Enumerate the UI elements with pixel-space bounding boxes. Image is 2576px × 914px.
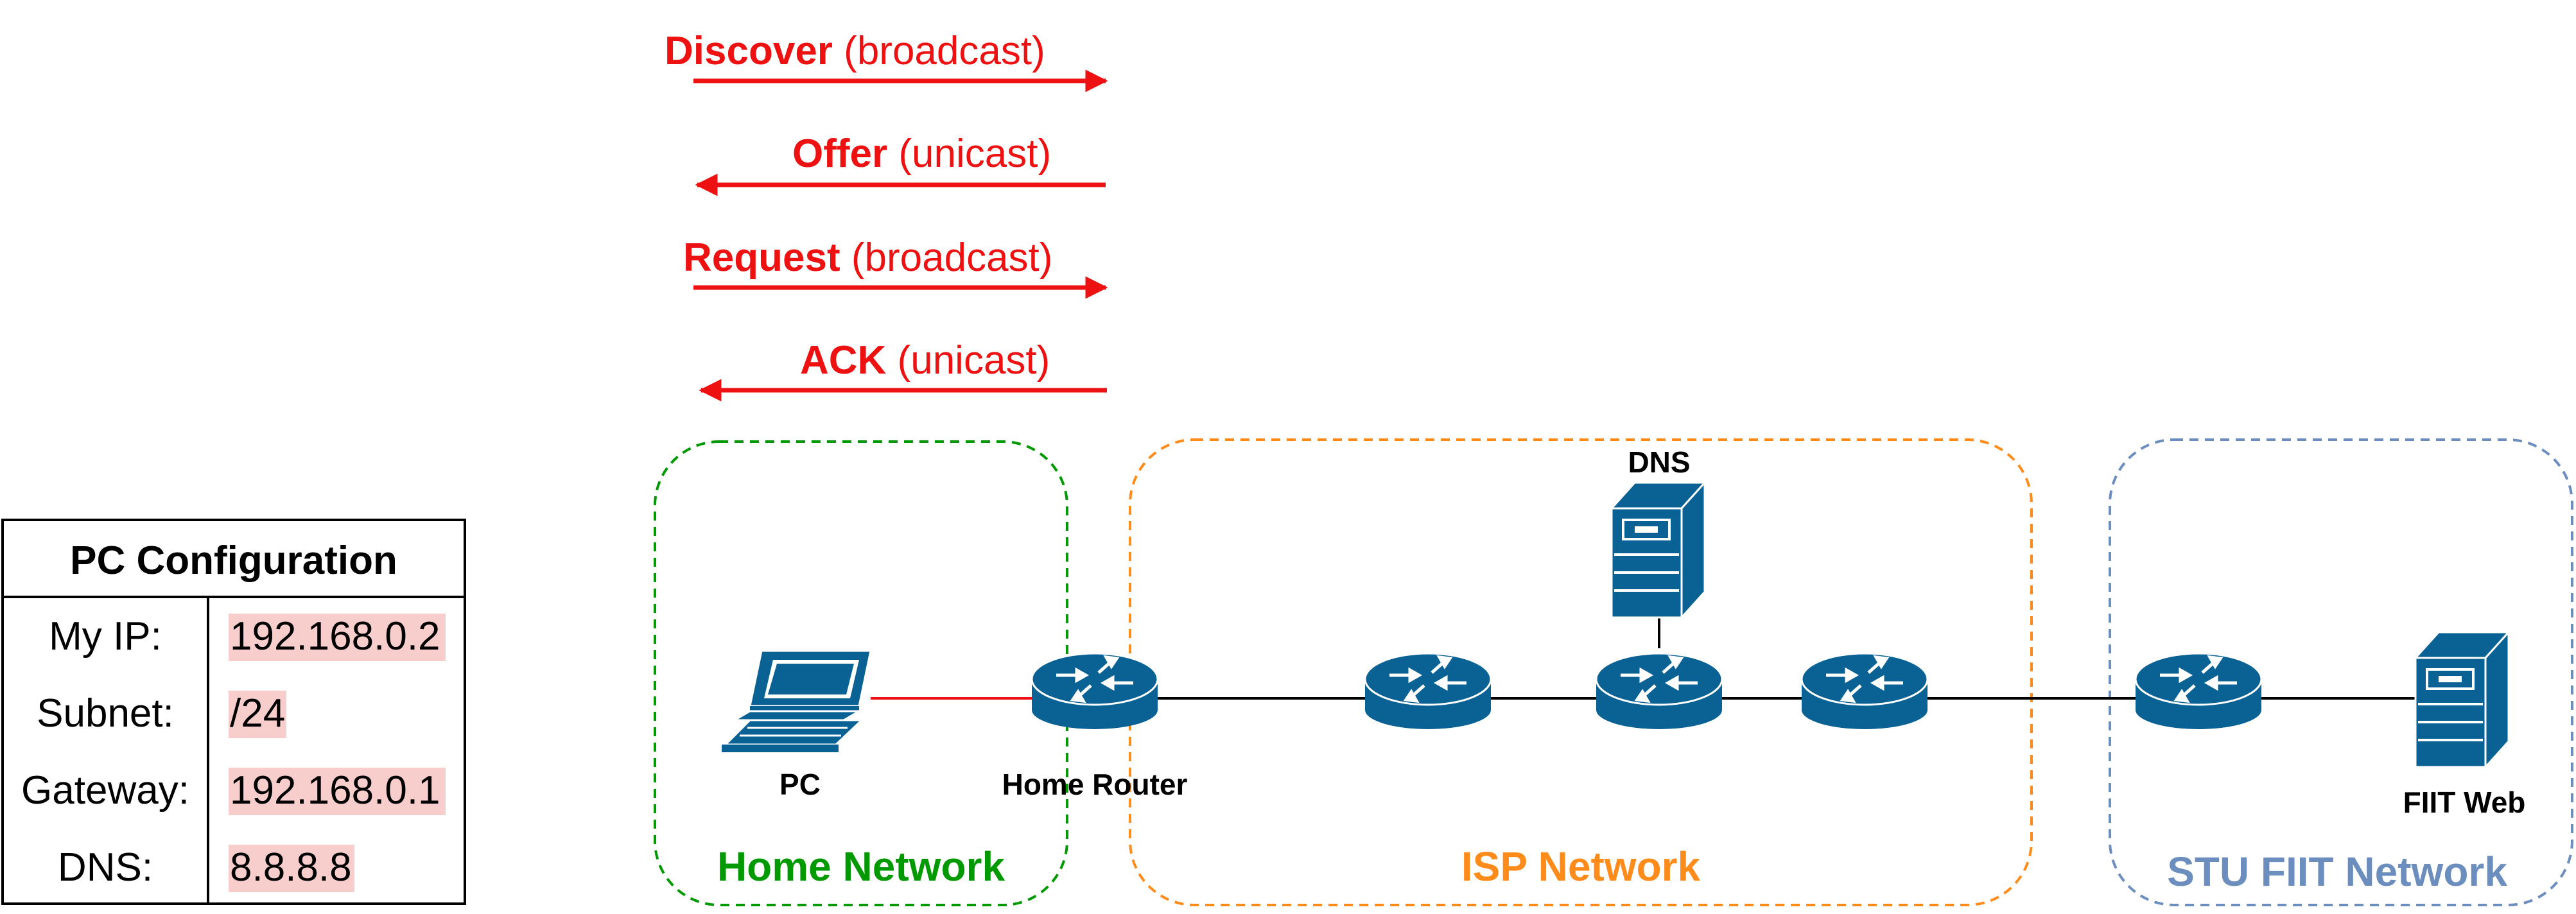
home-network-label: Home Network xyxy=(717,843,1005,890)
config-table-title: PC Configuration xyxy=(70,539,397,583)
config-key-dns: DNS: xyxy=(58,845,153,890)
dhcp-name-ack: ACK xyxy=(800,338,887,383)
fiit-web-label: FIIT Web xyxy=(2403,786,2526,819)
dhcp-label-ack: ACK (unicast) xyxy=(800,338,1050,383)
dhcp-name-discover: Discover xyxy=(665,29,833,73)
dhcp-mode-ack: (unicast) xyxy=(898,338,1050,383)
stu-router-icon xyxy=(2136,653,2261,729)
dhcp-mode-discover: (broadcast) xyxy=(844,29,1045,73)
config-value-dns: 8.8.8.8 xyxy=(230,845,352,890)
dhcp-label-offer: Offer (unicast) xyxy=(792,132,1051,176)
dns-label: DNS xyxy=(1628,445,1690,479)
dns-server-icon xyxy=(1610,481,1706,619)
dhcp-mode-request: (broadcast) xyxy=(851,236,1053,280)
stu-network-label: STU FIIT Network xyxy=(2167,849,2507,895)
config-value-gateway: 192.168.0.1 xyxy=(230,768,440,813)
config-key-subnet: Subnet: xyxy=(37,691,174,736)
dhcp-label-request: Request (broadcast) xyxy=(683,236,1052,280)
dhcp-name-offer: Offer xyxy=(792,132,887,176)
home-router-icon xyxy=(1032,653,1158,729)
config-key-ip: My IP: xyxy=(49,614,162,659)
pc-config-table: PC Configuration My IP: 192.168.0.2 Subn… xyxy=(1,519,466,905)
home-router-label: Home Router xyxy=(1002,768,1188,801)
isp-router-3-icon xyxy=(1802,653,1928,729)
config-highlight-dns xyxy=(229,845,354,892)
isp-router-1-icon xyxy=(1365,653,1491,729)
home-network-zone xyxy=(654,440,1068,906)
config-highlight-subnet xyxy=(229,691,286,738)
pc-label: PC xyxy=(779,768,821,801)
stu-network-zone xyxy=(2109,438,2573,906)
config-value-ip: 192.168.0.2 xyxy=(230,614,440,659)
dhcp-mode-offer: (unicast) xyxy=(898,132,1051,176)
dhcp-exchange: Discover (broadcast) Offer (unicast) Req… xyxy=(665,29,1108,402)
config-key-gateway: Gateway: xyxy=(21,768,189,813)
config-highlight-ip xyxy=(229,614,446,661)
config-value-subnet: /24 xyxy=(230,691,285,736)
isp-router-2-icon xyxy=(1596,653,1722,729)
isp-network-label: ISP Network xyxy=(1461,843,1701,890)
dhcp-label-discover: Discover (broadcast) xyxy=(665,29,1045,73)
fiit-web-server-icon xyxy=(2414,631,2510,768)
isp-network-zone xyxy=(1129,438,2033,906)
laptop-icon xyxy=(722,650,872,752)
config-highlight-gateway xyxy=(229,768,446,815)
dhcp-name-request: Request xyxy=(683,236,840,280)
